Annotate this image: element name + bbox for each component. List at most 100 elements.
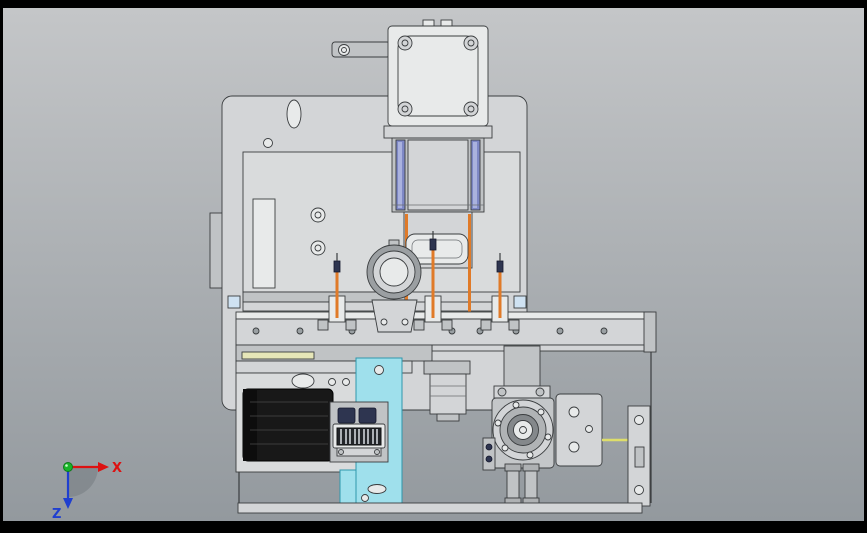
top-bracket: [331, 19, 493, 139]
assembly: [209, 19, 657, 514]
corner-screw: [401, 105, 409, 113]
yellow-label-strip: [241, 351, 315, 360]
bracket-inner-outline: [397, 35, 479, 117]
axis-triad: X Z: [52, 461, 122, 522]
flange-side-stack: [482, 437, 496, 471]
bolt-hole: [544, 433, 552, 441]
hole: [296, 327, 304, 335]
hole: [585, 425, 593, 433]
corner-screw: [463, 35, 479, 51]
bracket-base-flange: [383, 125, 493, 139]
slide-block: [423, 360, 471, 422]
left-edge-tab: [209, 212, 224, 289]
bolt-hole: [537, 408, 545, 416]
hole: [310, 207, 326, 223]
pin-clamp: [441, 319, 453, 331]
beam-top-strip: [235, 311, 652, 320]
step-strip: [242, 301, 496, 312]
flange-bore: [513, 420, 533, 440]
side-bolt: [485, 455, 493, 463]
corner-pad: [513, 295, 527, 309]
orange-edge-right: [468, 214, 471, 318]
axis-z-arrowhead: [63, 498, 73, 509]
hole: [310, 240, 326, 256]
guide-rail-left-highlight: [398, 142, 402, 208]
hole: [263, 138, 273, 148]
hole: [314, 244, 322, 252]
corner-screw: [463, 101, 479, 117]
slot-hole: [367, 484, 387, 494]
corner-screw: [397, 35, 413, 51]
axis-x-arrowhead: [98, 462, 109, 472]
corner-screw: [467, 105, 475, 113]
absorber-body: [506, 470, 520, 499]
axis-origin-highlight: [65, 464, 68, 467]
connector-base: [336, 447, 382, 457]
arm-hole: [341, 47, 347, 53]
absorber-cap: [504, 463, 522, 472]
hole: [568, 441, 580, 453]
locating-pin-2: [413, 231, 453, 331]
connector-screw: [338, 449, 344, 455]
flange-column: [503, 345, 541, 387]
guide-center-face: [407, 139, 469, 211]
hole: [568, 406, 580, 418]
connector-bump: [337, 407, 356, 424]
hole: [361, 494, 369, 502]
side-bolt: [485, 443, 493, 451]
pin-tip: [333, 260, 341, 273]
hole: [380, 318, 388, 326]
pin-tip: [496, 260, 504, 273]
gripper-side-band: [243, 389, 257, 461]
end-plate: [627, 352, 652, 507]
machine-base: [237, 502, 643, 514]
locating-pin-1: [317, 253, 357, 331]
hole: [252, 327, 260, 335]
side-bracket: [555, 393, 603, 467]
hole: [328, 378, 336, 386]
hole: [342, 378, 350, 386]
side-bracket-body: [555, 393, 603, 467]
hole: [600, 327, 608, 335]
linear-guide: [391, 137, 485, 213]
connector-bump: [358, 407, 377, 424]
hole: [634, 415, 644, 425]
bolt-hole: [526, 451, 534, 459]
locating-pin-3: [480, 253, 520, 331]
pin-clamp: [317, 319, 329, 331]
hole: [634, 485, 644, 495]
support-bracket-body: [371, 299, 418, 333]
beam-end-cap: [643, 311, 657, 353]
bolt-hole: [501, 444, 509, 452]
bolt: [497, 387, 507, 397]
hole: [374, 365, 384, 375]
pin-clamp: [480, 319, 492, 331]
guide-rail-right-highlight: [473, 142, 477, 208]
corner-screw: [467, 39, 475, 47]
flange-center: [519, 426, 527, 434]
corner-screw: [401, 39, 409, 47]
bearing-inner: [379, 257, 409, 287]
absorber-cap: [522, 463, 540, 472]
bolt: [535, 387, 545, 397]
connector-screw: [374, 449, 380, 455]
bearing-ring: [366, 239, 422, 300]
cyan-foot-tab: [339, 469, 357, 505]
pin-clamp: [345, 319, 357, 331]
electrical-connector: [329, 401, 389, 463]
gripper-texture: [250, 401, 328, 445]
axis-z-label: Z: [52, 507, 61, 522]
rotary-flange: [482, 345, 555, 471]
hole: [401, 318, 409, 326]
slot-hole: [286, 99, 302, 129]
corner-pad: [227, 295, 241, 309]
pin-clamp: [413, 319, 425, 331]
bolt-hole: [512, 401, 520, 409]
column-cap-inner: [411, 239, 463, 259]
support-bracket: [371, 299, 418, 333]
axis-x-label: X: [112, 461, 122, 476]
slide-foot: [436, 413, 460, 422]
end-plate-slot: [634, 446, 645, 468]
arm-hole: [338, 44, 350, 56]
